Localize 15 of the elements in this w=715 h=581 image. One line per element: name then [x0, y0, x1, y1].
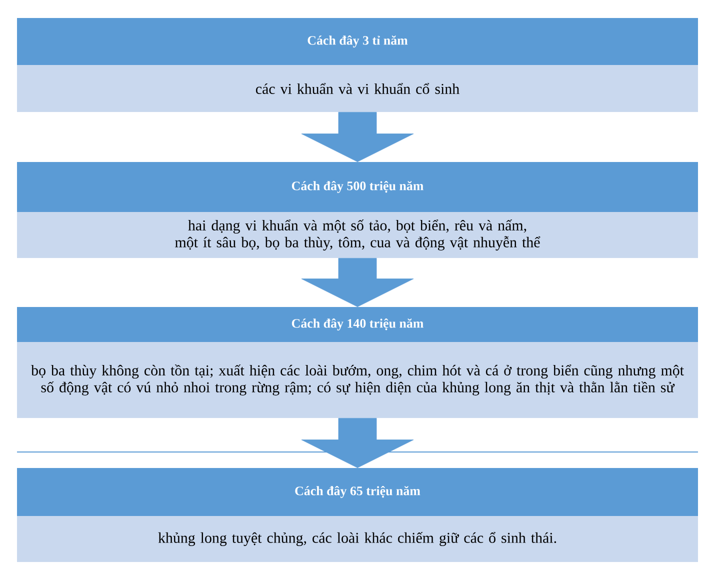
stage-description: hai dạng vi khuẩn và một số tảo, bọt biển, rêu và nấm, một ít sâu bọ, bọ ba thùy, tôm, cua và động vật nhuyễn thể — [175, 220, 540, 250]
stage-description: bọ ba thùy không còn tồn tại; xuất hiện các loài bướm, ong, chim hót và cá ở trong biển cũng nhưng một số động vật có vú nhỏ nhoi trong rừng rậm; có sự hiện diện của khủng long ăn thịt và thằn lằn tiền sử — [31, 364, 684, 396]
stage-description: các vi khuẩn và vi khuẩn cổ sinh — [256, 83, 460, 94]
stage-heading: Cách đây 140 triệu năm — [292, 318, 424, 330]
stage-box — [17, 468, 698, 562]
stage-box — [17, 18, 698, 112]
stage-heading: Cách đây 500 triệu năm — [292, 181, 424, 193]
stage-box — [17, 307, 698, 418]
stage-heading: Cách đây 3 tỉ năm — [308, 36, 408, 48]
stage-box — [17, 162, 698, 258]
block-arrow — [301, 112, 414, 162]
block-arrow — [301, 258, 414, 307]
block-arrow — [301, 418, 414, 468]
stage-heading: Cách đây 65 triệu năm — [295, 486, 420, 498]
stage-description: khủng long tuyệt chủng, các loài khác chiếm giữ các ổ sinh thái. — [158, 532, 556, 546]
